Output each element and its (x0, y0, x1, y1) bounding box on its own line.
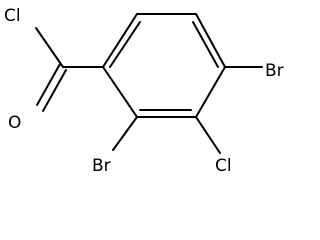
atom-o-carbonyl: O (8, 113, 21, 133)
bond-c-o-double-2 (42, 69, 67, 112)
bond-c-br-ortho (112, 116, 138, 151)
bond-c-cl-acyl (35, 27, 64, 68)
ring-bond-6 (102, 66, 138, 118)
atom-br-para: Br (265, 61, 284, 81)
ring-bond-3 (195, 13, 226, 68)
ring-bond-3-inner (192, 21, 219, 68)
ring-bond-1-inner (109, 21, 141, 68)
atom-br-ortho: Br (92, 156, 111, 176)
bond-c-o-double-1 (36, 63, 61, 106)
atom-cl-meta: Cl (215, 156, 232, 176)
ring-bond-4 (195, 66, 226, 118)
chemical-structure: Cl O Br Br Cl (4, 6, 284, 176)
bond-c-cl-meta (195, 116, 221, 154)
atom-cl-acyl: Cl (4, 6, 21, 26)
ring-bond-1 (102, 13, 138, 68)
